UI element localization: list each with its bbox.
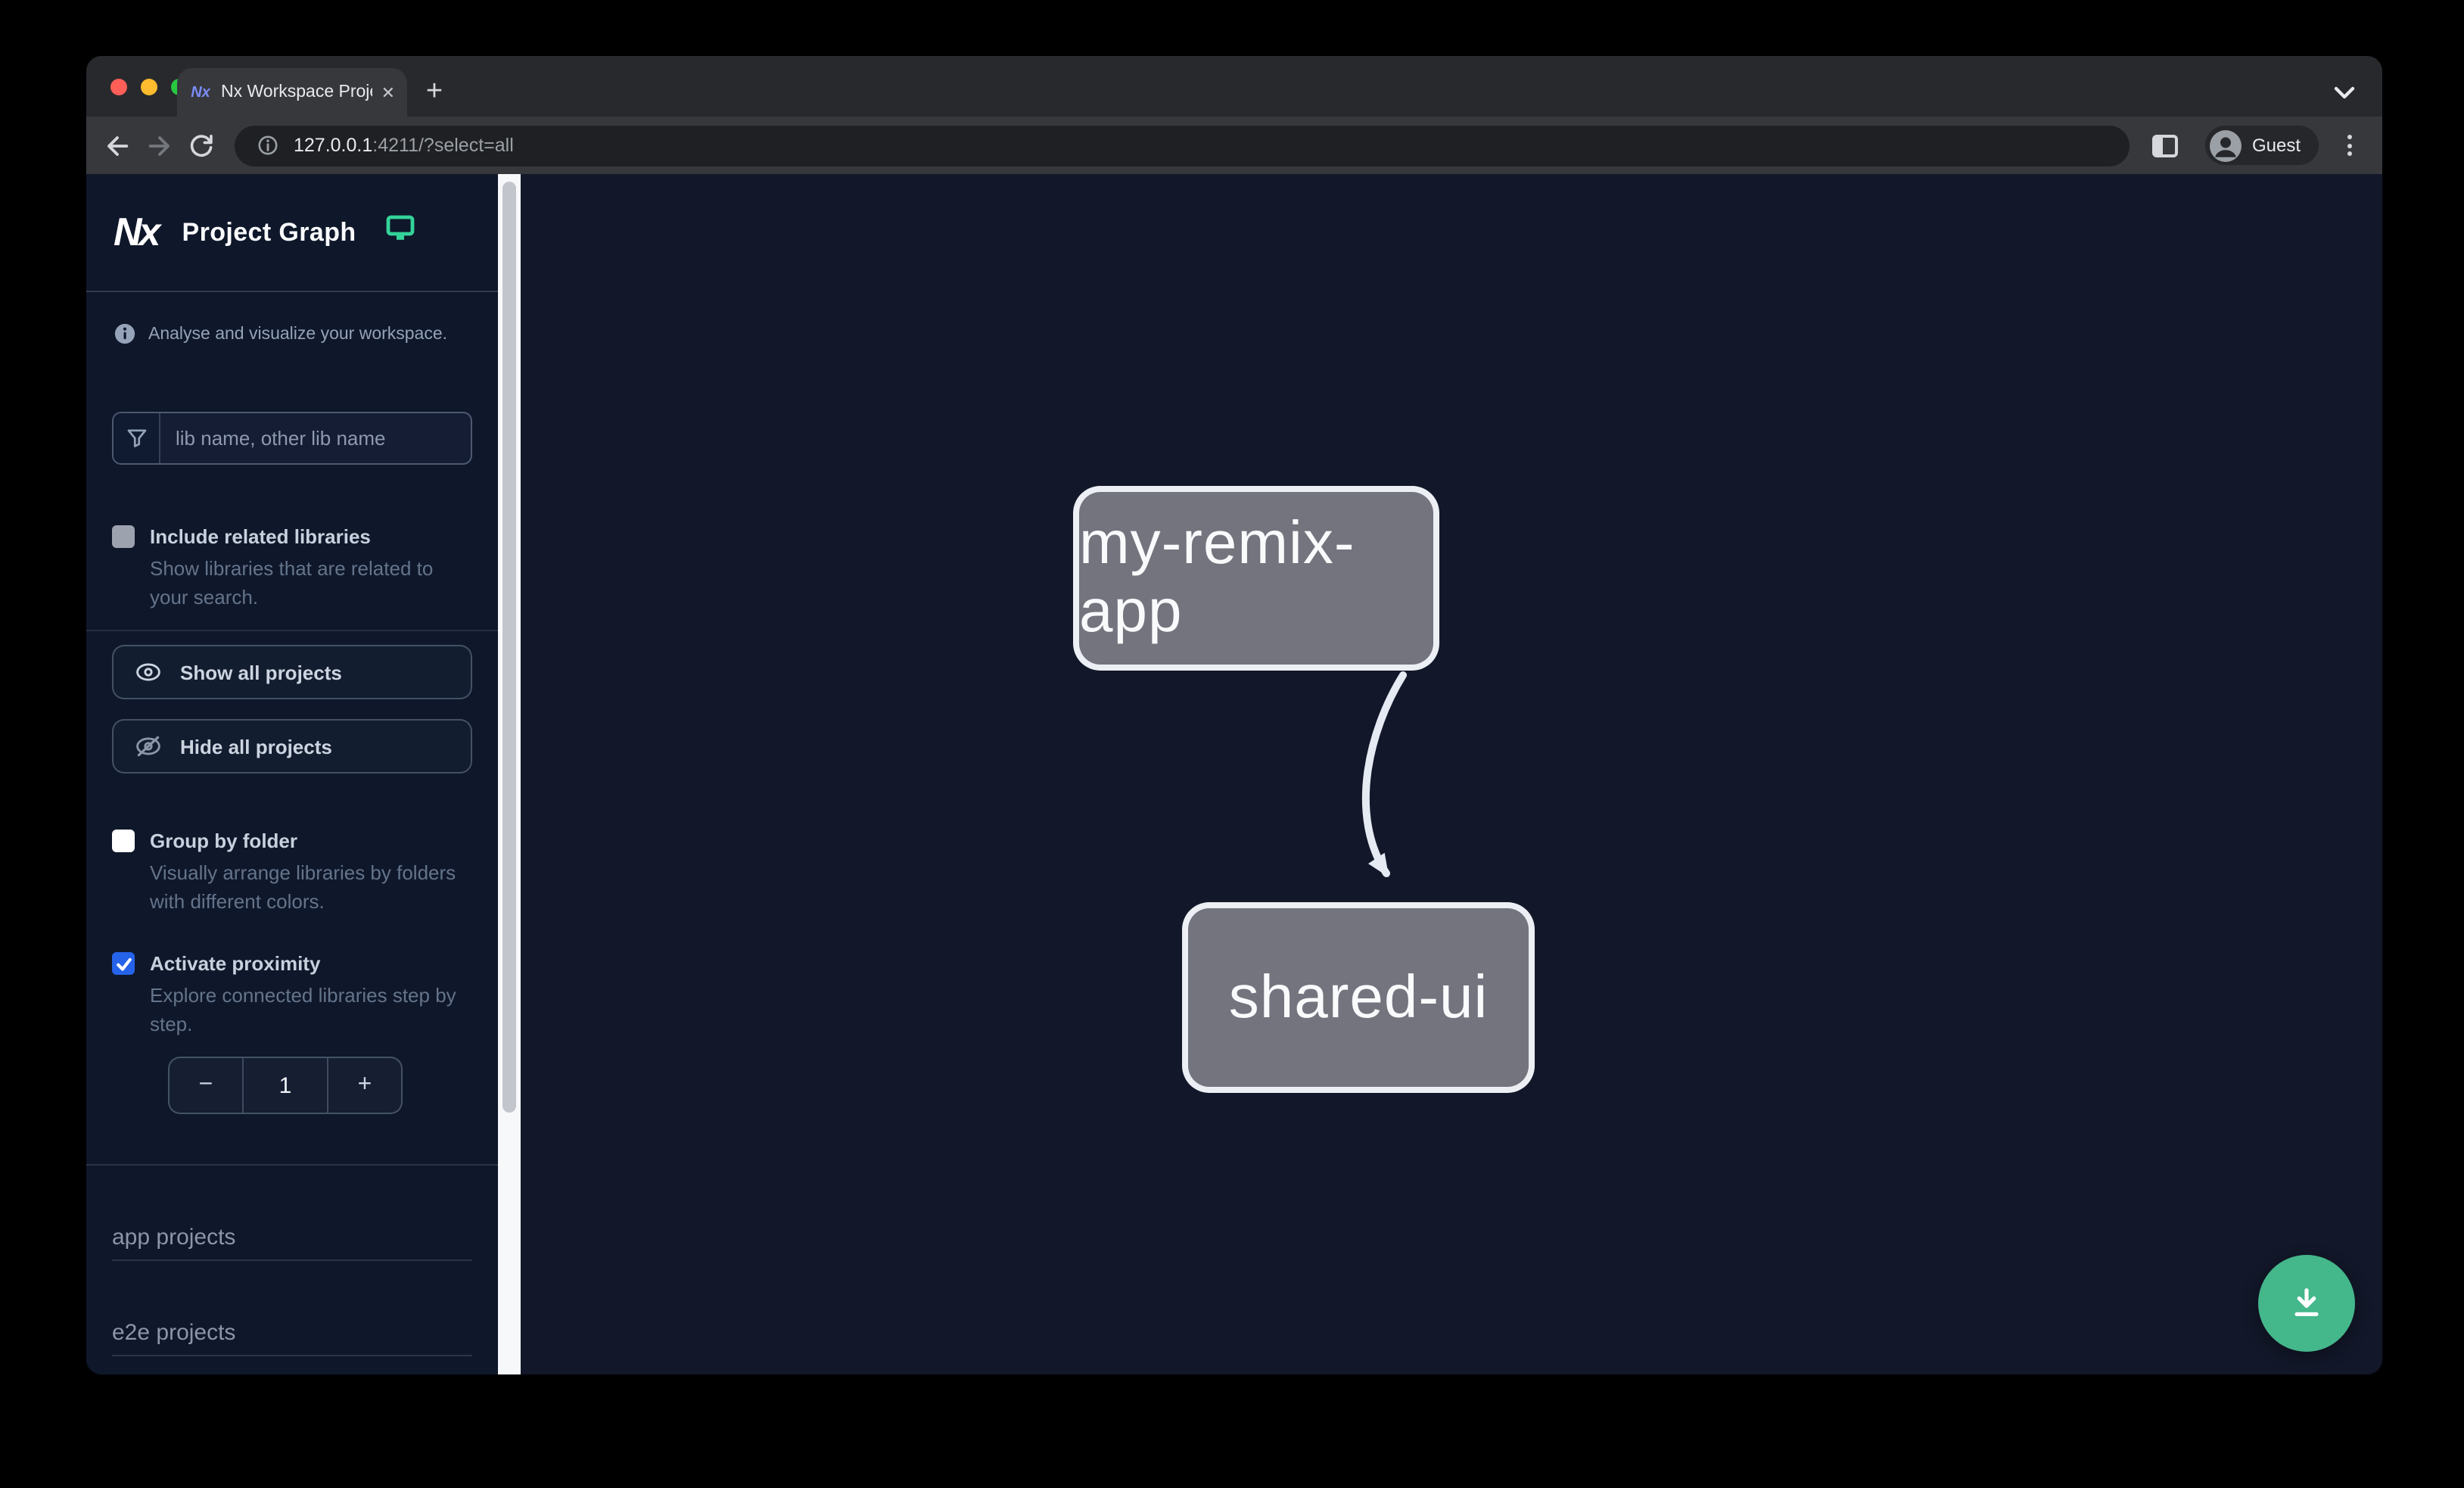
- url-host: 127.0.0.1: [294, 135, 373, 156]
- url-path: :4211/?select=all: [372, 135, 514, 156]
- new-tab-button[interactable]: +: [425, 76, 443, 107]
- monitor-icon[interactable]: [387, 215, 415, 250]
- site-info-icon[interactable]: [256, 133, 280, 157]
- download-graph-button[interactable]: [2258, 1255, 2355, 1352]
- tab-strip: Nx Nx Workspace Project Graph ✕ +: [86, 56, 2382, 117]
- side-panel-button[interactable]: [2145, 124, 2187, 167]
- eye-icon: [136, 663, 160, 681]
- tagline-text: Analyse and visualize your workspace.: [148, 325, 448, 343]
- tab-close-icon[interactable]: ✕: [381, 84, 395, 102]
- hide-all-projects-label: Hide all projects: [180, 735, 332, 758]
- sidebar-header: Nx Project Graph: [86, 174, 498, 292]
- section-app-projects: app projects: [112, 1225, 472, 1261]
- decrement-button[interactable]: −: [198, 1072, 213, 1097]
- eye-off-icon: [136, 736, 160, 757]
- info-icon: [114, 323, 135, 344]
- nx-favicon-icon: Nx: [191, 84, 210, 101]
- projects-divider: [86, 1164, 498, 1166]
- show-all-projects-button[interactable]: Show all projects: [112, 645, 472, 699]
- activate-proximity-checkbox[interactable]: [112, 952, 135, 975]
- activate-proximity-description: Explore connected libraries step by step…: [150, 984, 456, 1035]
- activate-proximity-toggle: Activate proximity Explore connected lib…: [86, 951, 498, 1038]
- group-by-folder-description: Visually arrange libraries by folders wi…: [150, 861, 456, 913]
- profile-button[interactable]: Guest: [2204, 126, 2319, 165]
- chevron-down-icon[interactable]: [2334, 80, 2355, 107]
- group-by-folder-checkbox[interactable]: [112, 830, 135, 852]
- back-button[interactable]: [95, 124, 138, 167]
- group-by-folder-toggle: Group by folder Visually arrange librari…: [86, 828, 498, 916]
- filter-icon: [114, 413, 160, 463]
- node-shared-ui[interactable]: shared-ui: [1182, 902, 1535, 1093]
- tab-title: Nx Workspace Project Graph: [221, 83, 372, 101]
- include-related-description: Show libraries that are related to your …: [150, 557, 434, 609]
- profile-label: Guest: [2251, 135, 2301, 156]
- sidebar-scrollbar[interactable]: [498, 174, 521, 1374]
- browser-window: Nx Nx Workspace Project Graph ✕ +: [86, 56, 2382, 1374]
- minimize-window-button[interactable]: [141, 79, 157, 95]
- dependency-edge: [1361, 671, 1407, 878]
- include-related-label: Include related libraries: [150, 525, 371, 548]
- activate-proximity-label: Activate proximity: [150, 952, 321, 975]
- show-all-projects-label: Show all projects: [180, 661, 342, 683]
- address-bar[interactable]: 127.0.0.1:4211/?select=all: [235, 125, 2130, 166]
- search-box: [112, 412, 472, 465]
- nx-logo: Nx: [114, 209, 161, 254]
- proximity-stepper: − 1 +: [168, 1057, 403, 1114]
- window-controls: [110, 79, 188, 95]
- proximity-depth-value: 1: [242, 1058, 328, 1113]
- avatar-icon: [2209, 129, 2242, 161]
- page-title: Project Graph: [182, 217, 356, 246]
- side-panel-icon: [2152, 134, 2179, 157]
- browser-toolbar: 127.0.0.1:4211/?select=all Guest: [86, 117, 2382, 174]
- sidebar: Nx Project Graph Analy: [86, 174, 498, 1374]
- include-related-toggle: Include related libraries Show libraries…: [86, 524, 498, 612]
- group-by-folder-label: Group by folder: [150, 830, 297, 852]
- download-icon: [2294, 1288, 2319, 1316]
- page-content: Nx Project Graph Analy: [86, 174, 2382, 1374]
- project-graph-canvas[interactable]: my-remix-app shared-ui: [521, 174, 2382, 1374]
- tagline-row: Analyse and visualize your workspace.: [86, 292, 498, 345]
- include-related-checkbox[interactable]: [112, 525, 135, 548]
- scrollbar-thumb[interactable]: [502, 182, 516, 1113]
- node-my-remix-app[interactable]: my-remix-app: [1073, 486, 1439, 671]
- reload-button[interactable]: [180, 124, 222, 167]
- search-input[interactable]: [160, 413, 471, 463]
- section-divider: [86, 630, 498, 631]
- close-window-button[interactable]: [110, 79, 127, 95]
- increment-button[interactable]: +: [357, 1072, 372, 1097]
- section-e2e-projects: e2e projects: [112, 1320, 472, 1356]
- browser-tab[interactable]: Nx Nx Workspace Project Graph ✕: [177, 68, 407, 117]
- forward-button[interactable]: [138, 124, 180, 167]
- hide-all-projects-button[interactable]: Hide all projects: [112, 719, 472, 774]
- browser-menu-button[interactable]: [2334, 124, 2364, 167]
